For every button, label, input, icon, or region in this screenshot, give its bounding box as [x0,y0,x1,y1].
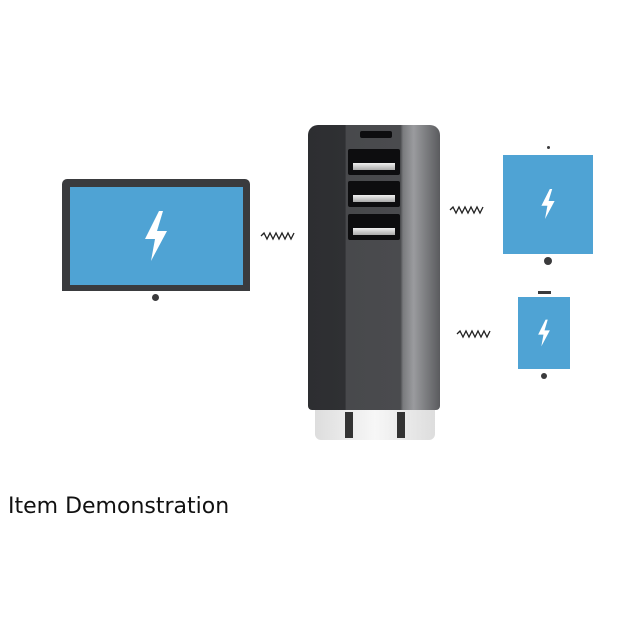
lightning-bolt-icon [145,211,167,261]
phone-speaker [538,291,551,294]
wave-connection-icon [456,329,491,339]
plug-prong [397,412,405,438]
phone-icon [518,297,570,369]
usb-port [348,181,400,207]
phone-home-button [541,373,547,379]
laptop-icon [62,179,250,291]
tablet-camera-dot [547,146,550,149]
laptop-screen [70,187,243,285]
tablet-home-button [544,257,552,265]
usb-port [348,214,400,240]
charger-plug-base [315,410,435,440]
lightning-bolt-icon [541,189,555,219]
usb-charger-image [308,125,440,410]
caption: Item Demonstration [8,494,230,519]
tablet-icon [503,155,593,254]
card-slot [360,131,392,138]
laptop-stand-dot [152,294,159,301]
lightning-bolt-icon [538,319,550,347]
usb-port [348,149,400,175]
wave-connection-icon [260,231,295,241]
plug-prong [345,412,353,438]
wave-connection-icon [449,205,484,215]
